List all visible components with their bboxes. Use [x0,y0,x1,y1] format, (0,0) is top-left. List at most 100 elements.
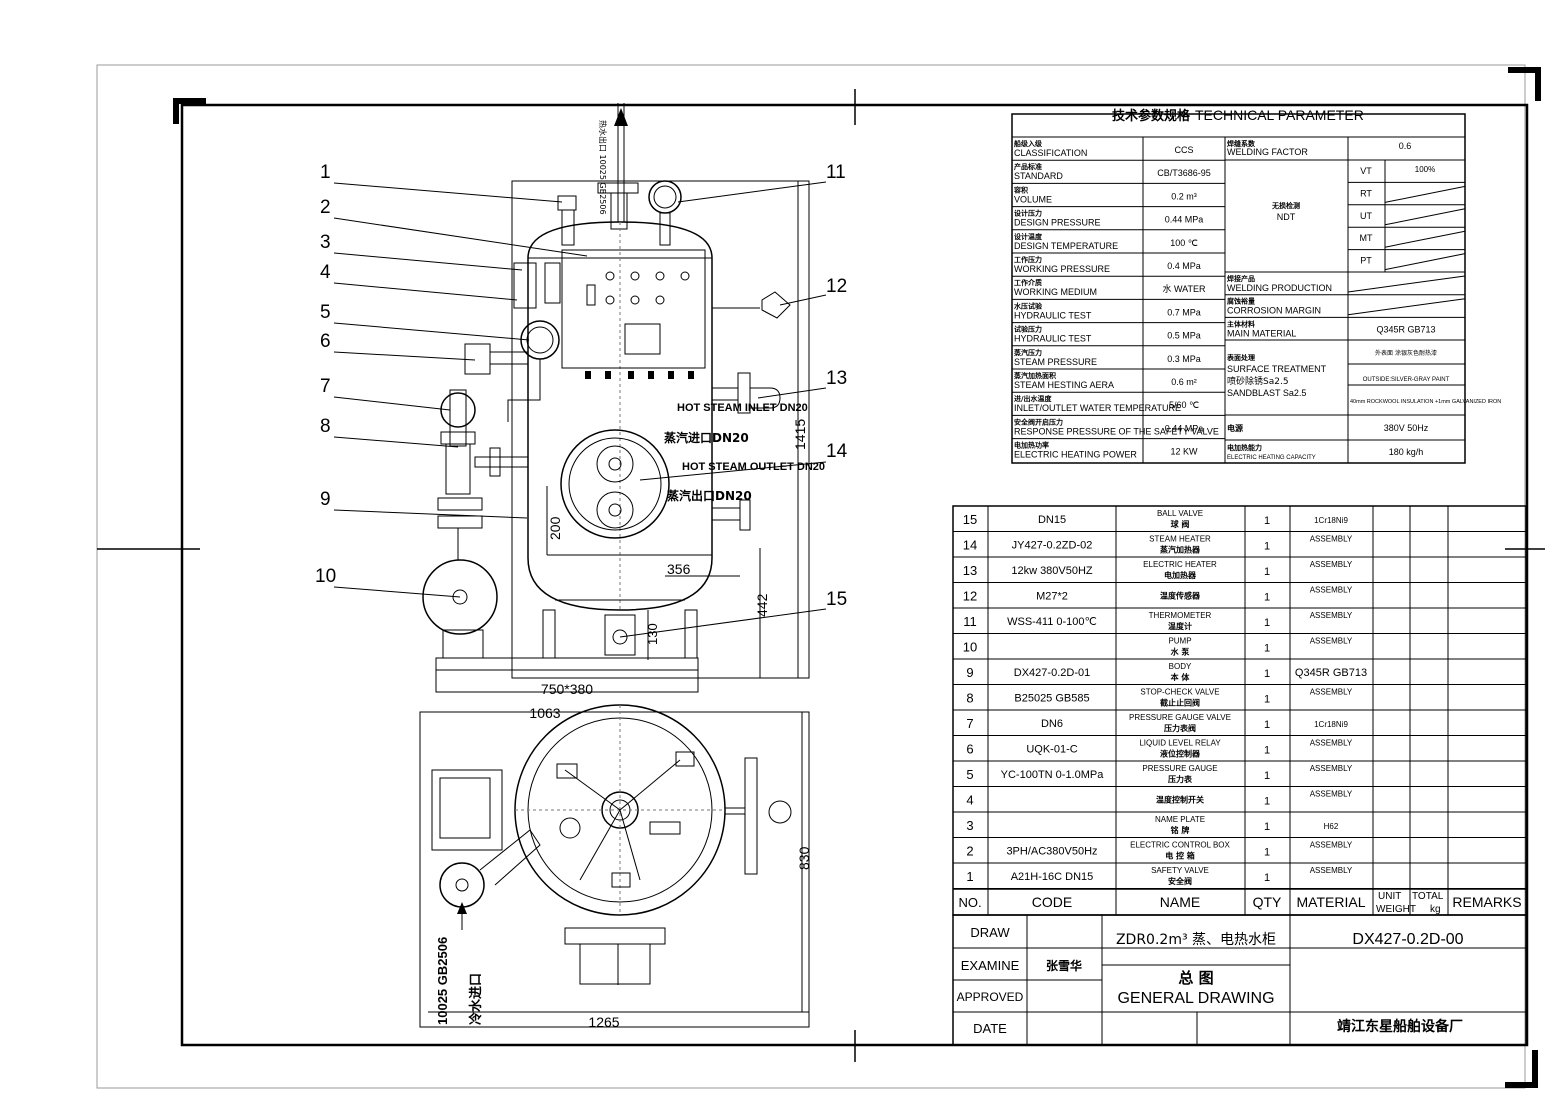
title-block: DRAW EXAMINE 张雪华 APPROVED DATE ZDR0.2m³ … [952,914,1527,1046]
callout-number: 6 [320,331,331,352]
tech-row-cn: 水压试验 [1014,301,1043,310]
tech-row-en: STEAM HESTING AERA [1014,380,1114,390]
callout-number: 10 [315,566,336,587]
callout-number: 7 [320,376,331,397]
tech-right-en: CORROSION MARGIN [1227,306,1321,316]
dim-130: 130 [645,623,660,645]
tb-approved: APPROVED [957,990,1024,1004]
bom-name-en: BODY [1169,662,1192,671]
bom-name-cn: 蒸汽加热器 [1160,545,1201,555]
bom-name-cn: 安全阀 [1168,876,1192,886]
capacity-value: 180 kg/h [1389,447,1424,457]
bom-material: ASSEMBLY [1310,764,1353,773]
callout-number: 13 [826,368,847,389]
welding-factor-value: 0.6 [1399,141,1412,151]
bom-name-cn: 压力表阀 [1164,723,1196,733]
bom-material: ASSEMBLY [1310,739,1353,748]
ndt-method: RT [1360,188,1372,198]
surface-en: SURFACE TREATMENT [1227,364,1327,374]
tech-row-en: CLASSIFICATION [1014,148,1087,158]
tech-row-en: WORKING MEDIUM [1014,287,1097,297]
front-view: 热水出口 10025 GB2506 [422,103,825,697]
center-marks [97,89,1545,1062]
bom-no: 15 [963,512,977,527]
tech-row-cn: 设计温度 [1014,232,1043,241]
power-cn: 电源 [1227,423,1243,433]
tech-row-cn: 容积 [1013,185,1028,194]
bom-qty: 1 [1264,821,1270,833]
bom-header-kg: kg [1430,904,1441,915]
tech-row-value: 5/60 ℃ [1169,400,1199,410]
plan-view: 1063 830 1265 10025 GB2506 冷水进口 [419,704,812,1030]
tech-row-value: 0.2 m³ [1171,191,1197,201]
cold-water-in-label: 10025 GB2506 [435,937,450,1025]
tech-row-cn: 工作介质 [1014,278,1042,287]
surface-cn: 表面处理 [1226,353,1255,362]
bom-qty: 1 [1264,796,1270,808]
steam-inlet-cn: 蒸汽进口DN20 [664,430,749,445]
tech-row-en: STANDARD [1014,171,1063,181]
tech-right-cn: 焊接产品 [1227,274,1255,283]
tb-product: ZDR0.2m³ 蒸、电热水柜 [1116,932,1276,948]
tech-row-en: HYDRAULIC TEST [1014,310,1092,320]
bom-material: 1Cr18Ni9 [1314,720,1348,729]
bom-no: 13 [963,563,977,578]
bom-header-qty: QTY [1253,894,1282,910]
tech-row-cn: 船级入级 [1014,139,1043,148]
tech-row-value: 0.3 MPa [1167,354,1201,364]
bom-code: 12kw 380V50HZ [1011,565,1093,577]
surface-value-en: OUTSIDE:SILVER-GRAY PAINT [1363,377,1450,383]
tb-draw: DRAW [970,925,1010,940]
bom-no: 12 [963,589,977,604]
bom-header-no: NO. [958,895,981,910]
tech-row-cn: 电加热功率 [1014,441,1049,450]
bom-qty: 1 [1264,745,1270,757]
dim-356: 356 [667,561,691,577]
steam-outlet-en: HOT STEAM OUTLET DN20 [682,461,825,473]
bom-header-remarks: REMARKS [1452,894,1521,910]
tech-row-cn: 试验压力 [1014,325,1042,334]
dim-side: 830 [796,846,812,870]
bom-name-cn: 截止止回阀 [1160,698,1200,708]
bom-qty: 1 [1264,515,1270,527]
bom-name-cn: 铭 牌 [1171,825,1190,835]
bom-header-name: NAME [1160,894,1200,910]
tb-examine: EXAMINE [961,958,1020,973]
tech-row-en: RESPONSE PRESSURE OF THE SAFETY VALVE [1014,426,1219,436]
bom-header-code: CODE [1032,894,1072,910]
bom-name-cn: 温度计 [1168,621,1192,631]
bom-code: A21H-16C DN15 [1011,871,1094,883]
bom-no: 4 [966,793,973,808]
bom-material: ASSEMBLY [1310,688,1353,697]
callout-number: 5 [320,302,331,323]
callout-number: 11 [826,162,846,183]
tech-row-cn: 蒸汽加热面积 [1014,371,1056,380]
tech-row-en: DESIGN PRESSURE [1014,218,1101,228]
tech-row-cn: 进/出水温度 [1014,394,1053,403]
bom-no: 14 [963,538,977,553]
bom-header-total: TOTAL [1412,891,1444,902]
tech-row-value: 100 ℃ [1170,238,1198,248]
tech-right-cn: 主体材料 [1227,319,1255,328]
bom-qty: 1 [1264,719,1270,731]
capacity-en: ELECTRIC HEATING CAPACITY [1227,455,1316,461]
callout-number: 9 [320,489,331,510]
tech-row-en: WORKING PRESSURE [1014,264,1110,274]
callout-number: 15 [826,589,847,610]
bom-no: 6 [966,742,973,757]
tech-row-value: 0.44 MPa [1165,423,1204,433]
steam-outlet-cn: 蒸汽出口DN20 [667,488,752,503]
tech-row-cn: 产品标准 [1014,162,1042,171]
bom-no: 8 [966,691,973,706]
bom-header-unit-weight-2: WEIGHT [1376,904,1416,915]
bom-no: 9 [966,665,973,680]
bom-name-en: STEAM HEATER [1149,535,1211,544]
bom-code: DX427-0.2D-01 [1014,667,1090,679]
callout-number: 4 [320,262,331,283]
bom-code: B25025 GB585 [1014,693,1089,705]
tech-row-value: CCS [1174,145,1193,155]
